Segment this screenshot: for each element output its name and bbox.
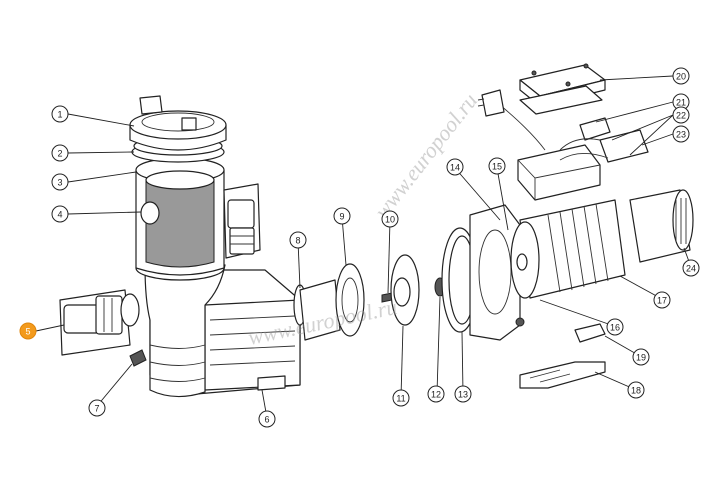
callout-circle (88, 399, 106, 417)
callout-circle (258, 410, 276, 428)
callout-10: 10 (381, 210, 399, 228)
callout-number: 5 (25, 327, 30, 337)
callout-circle (51, 173, 69, 191)
callout-number: 18 (631, 386, 641, 396)
callout-number: 12 (431, 390, 441, 400)
callout-number: 19 (636, 353, 646, 363)
callout-circle (51, 205, 69, 223)
callout-circle (653, 291, 671, 309)
callout-circle (446, 158, 464, 176)
callout-22: 22 (672, 106, 690, 124)
callout-number: 22 (676, 111, 686, 121)
callout-2: 2 (51, 144, 69, 162)
callout-13: 13 (454, 385, 472, 403)
callout-1: 1 (51, 105, 69, 123)
callout-9: 9 (333, 207, 351, 225)
callout-17: 17 (653, 291, 671, 309)
callout-circle (632, 348, 650, 366)
callout-number: 21 (676, 98, 686, 108)
callout-number: 20 (676, 72, 686, 82)
callout-20: 20 (672, 67, 690, 85)
callout-circle (19, 322, 37, 340)
callout-circle (51, 144, 69, 162)
callout-18: 18 (627, 381, 645, 399)
callout-8: 8 (289, 231, 307, 249)
callout-number: 9 (339, 212, 344, 222)
callout-circle (333, 207, 351, 225)
callout-circle (289, 231, 307, 249)
callout-7: 7 (88, 399, 106, 417)
callout-circle (627, 381, 645, 399)
callout-circle (454, 385, 472, 403)
callout-5: 5 (19, 322, 37, 340)
callout-3: 3 (51, 173, 69, 191)
callout-circle (51, 105, 69, 123)
callout-16: 16 (606, 318, 624, 336)
callout-circle (606, 318, 624, 336)
callout-number: 23 (676, 130, 686, 140)
callout-number: 15 (492, 162, 502, 172)
callout-number: 1 (57, 110, 62, 120)
callout-19: 19 (632, 348, 650, 366)
callout-number: 4 (57, 210, 62, 220)
callout-14: 14 (446, 158, 464, 176)
callout-number: 13 (458, 390, 468, 400)
callout-24: 24 (682, 259, 700, 277)
callout-circle (488, 157, 506, 175)
callout-circle (682, 259, 700, 277)
callout-number: 14 (450, 163, 460, 173)
callout-circle (672, 125, 690, 143)
callout-number: 16 (610, 323, 620, 333)
callout-23: 23 (672, 125, 690, 143)
callout-number: 2 (57, 149, 62, 159)
callout-15: 15 (488, 157, 506, 175)
impeller-assembly-drawing (293, 204, 530, 341)
callout-circle (672, 67, 690, 85)
callout-11: 11 (392, 389, 410, 407)
callout-4: 4 (51, 205, 69, 223)
callout-number: 24 (686, 264, 696, 274)
callout-number: 17 (657, 296, 667, 306)
callout-12: 12 (427, 385, 445, 403)
callout-circle (381, 210, 399, 228)
callout-number: 8 (295, 236, 300, 246)
strainer-housing-drawing (59, 95, 301, 398)
callout-number: 10 (385, 215, 395, 225)
callout-circle (392, 389, 410, 407)
callout-number: 6 (264, 415, 269, 425)
callout-6: 6 (258, 410, 276, 428)
watermark-diagonal: www.europool.ru (369, 88, 482, 223)
callout-number: 3 (57, 178, 62, 188)
callout-circle (672, 106, 690, 124)
callout-number: 7 (94, 404, 99, 414)
callout-circle (427, 385, 445, 403)
callout-number: 11 (396, 394, 405, 404)
